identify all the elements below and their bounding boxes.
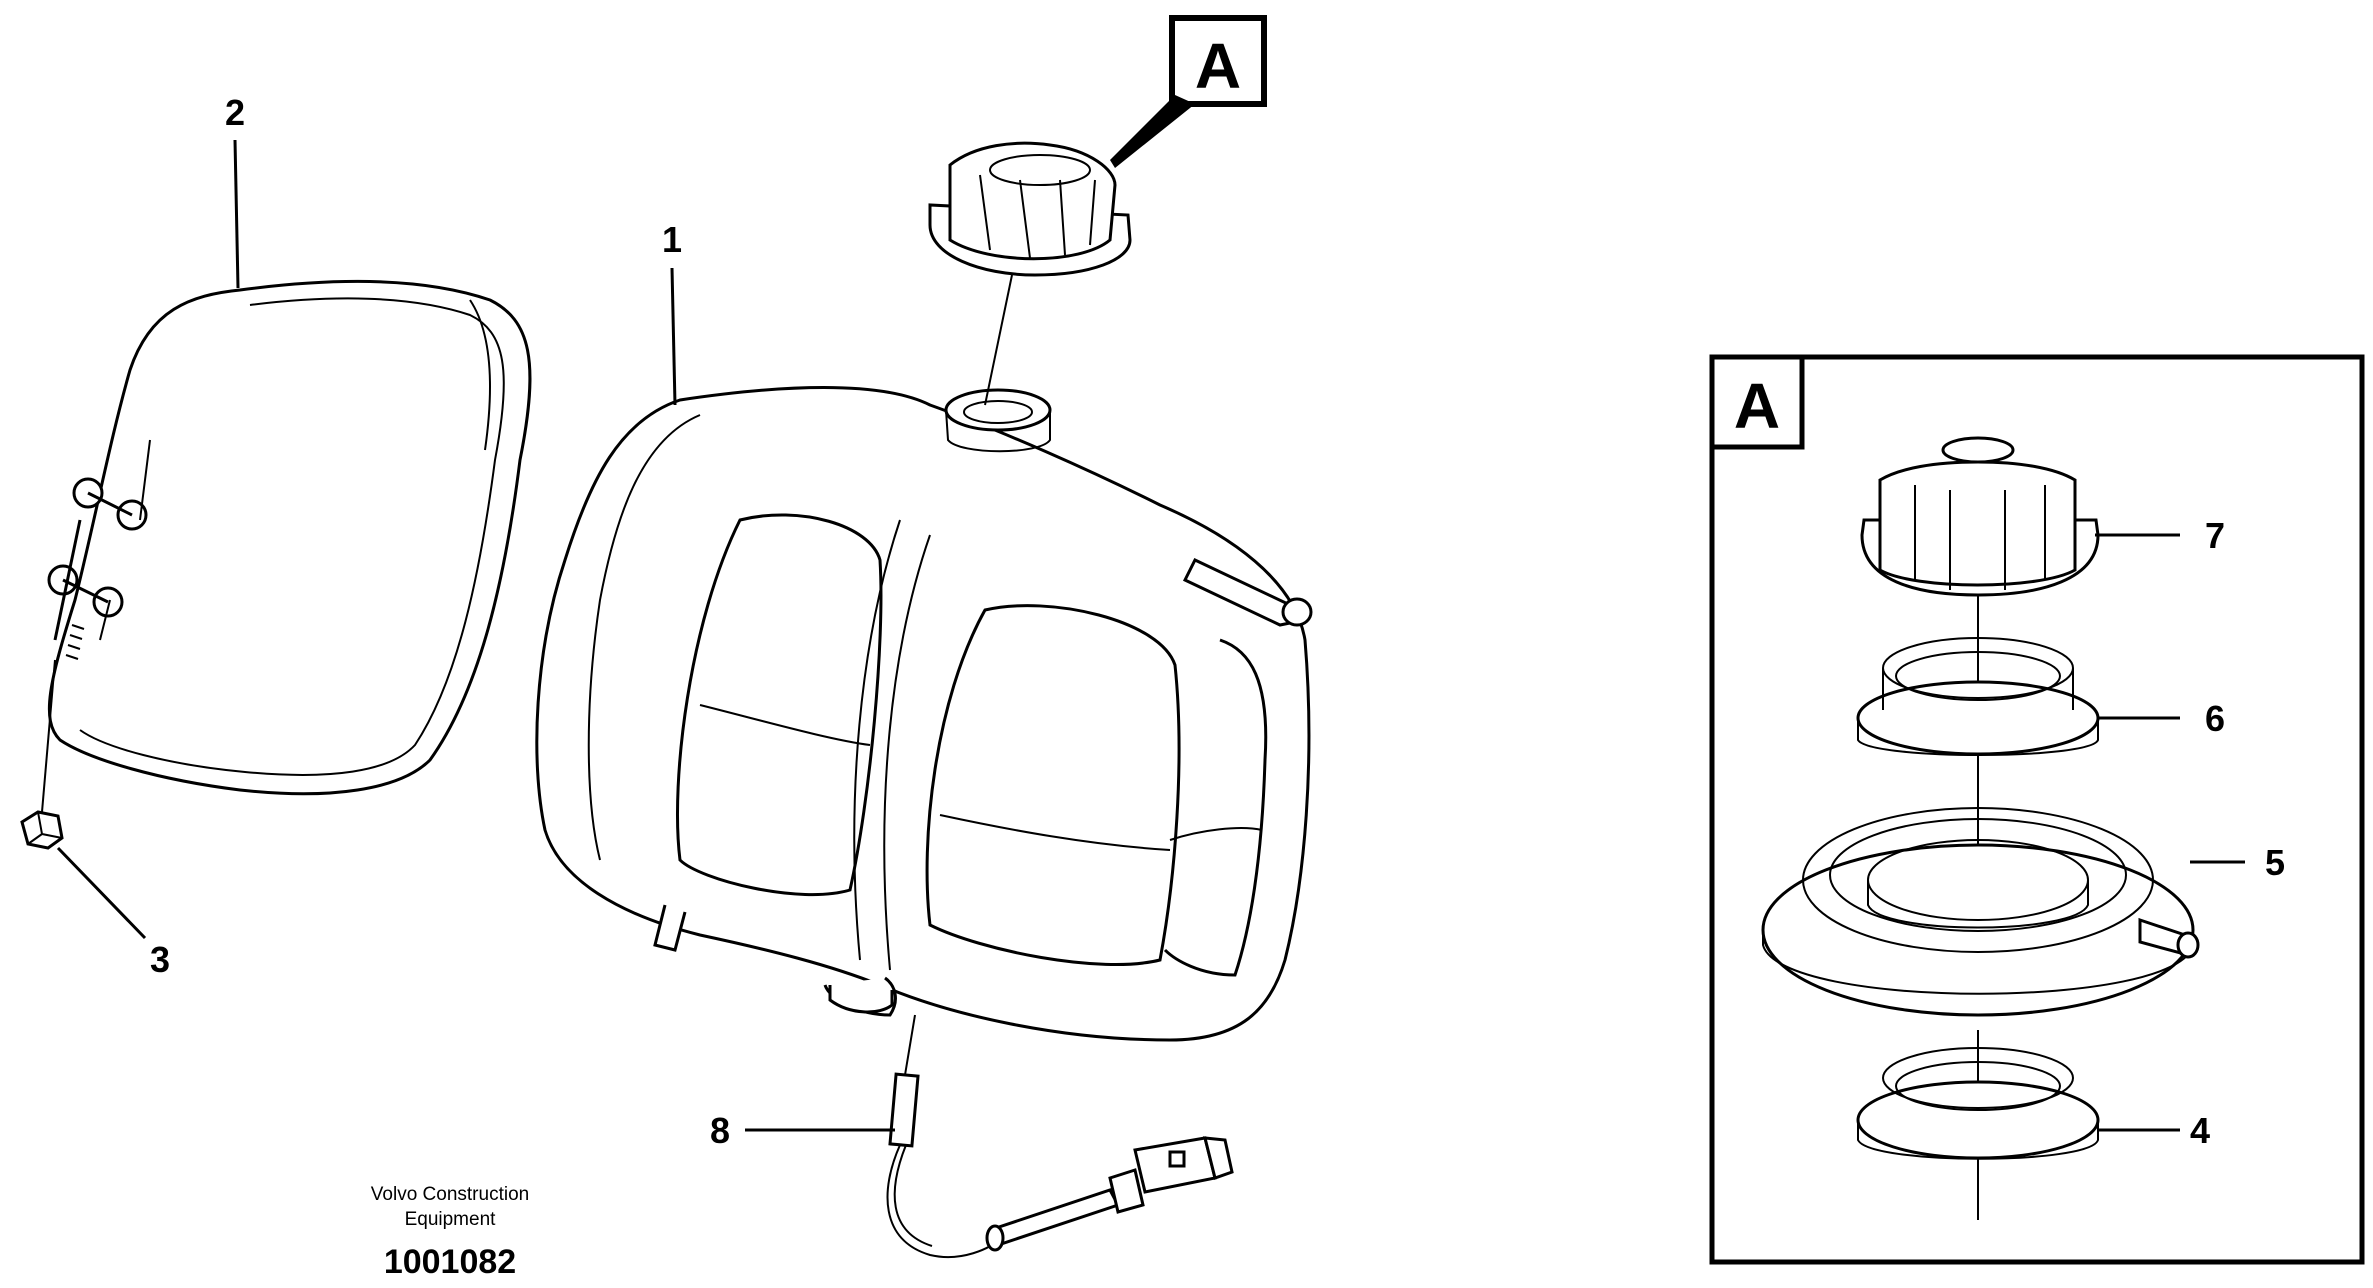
tank-part <box>535 386 1313 1042</box>
detail-a-reference: A <box>1110 15 1267 168</box>
callout-6: 6 <box>2205 698 2225 739</box>
detail-filler-neck <box>1761 807 2200 1017</box>
detail-ring-bottom <box>1856 1047 2100 1160</box>
detail-a-label: A <box>1195 30 1241 102</box>
callout-1: 1 <box>662 219 682 260</box>
detail-cap <box>1860 436 2100 597</box>
callout-8: 8 <box>710 1110 730 1151</box>
drawing-number: 1001082 <box>384 1243 516 1281</box>
cap-part <box>928 141 1132 406</box>
callout-7: 7 <box>2205 515 2225 556</box>
company-name-line2: Equipment <box>405 1209 497 1230</box>
callout-3: 3 <box>150 939 170 980</box>
company-name-line1: Volvo Construction <box>371 1184 529 1205</box>
strap-part <box>41 279 532 813</box>
callout-2: 2 <box>225 92 245 133</box>
sensor-part <box>886 1014 1234 1259</box>
detail-ring-top <box>1856 637 2100 756</box>
main-callouts: 2 1 3 8 <box>56 92 895 1151</box>
detail-panel-label: A <box>1734 370 1780 442</box>
detail-a-panel: A <box>1709 354 2365 1265</box>
nut-part <box>20 810 64 850</box>
footer: Volvo Construction Equipment 1001082 <box>371 1184 529 1281</box>
callout-4: 4 <box>2190 1110 2210 1151</box>
callout-5: 5 <box>2265 842 2285 883</box>
